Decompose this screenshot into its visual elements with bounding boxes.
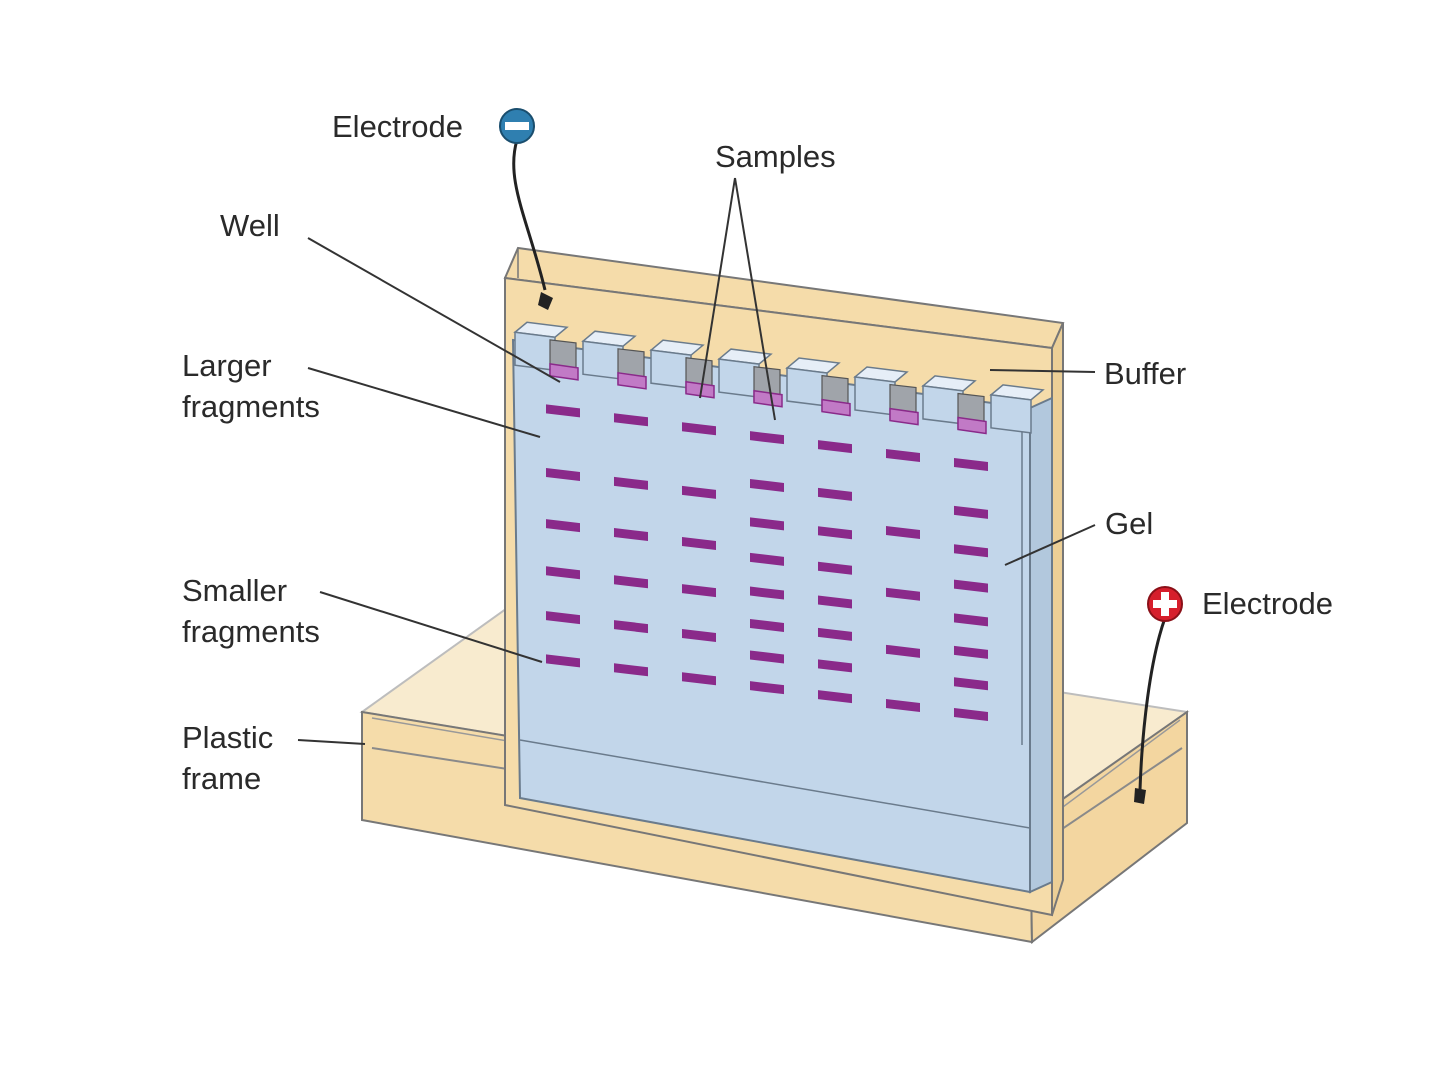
positive-electrode	[1134, 586, 1183, 804]
dna-band	[546, 654, 580, 668]
well-sample	[957, 416, 987, 435]
dna-band	[954, 544, 988, 558]
dna-band	[886, 449, 920, 463]
well-sample	[753, 389, 783, 408]
label-gel: Gel	[1105, 506, 1154, 541]
well-sample	[549, 363, 579, 381]
dna-band	[682, 672, 716, 686]
gel-tooth-front	[990, 394, 1032, 434]
dna-band	[954, 645, 988, 659]
dna-band	[682, 536, 716, 550]
gel-side	[1029, 396, 1053, 894]
label-samples: Samples	[715, 139, 836, 174]
dna-band	[818, 487, 852, 501]
buffer-side	[1051, 322, 1064, 916]
dna-band	[818, 561, 852, 575]
dna-band	[546, 404, 580, 418]
dna-band	[750, 681, 784, 695]
gel-tooth-front	[650, 349, 692, 390]
dna-band	[818, 595, 852, 609]
dna-band	[546, 467, 580, 481]
gel-tooth-front	[582, 340, 624, 381]
gel-tooth-front	[854, 376, 896, 416]
dna-band	[818, 526, 852, 540]
dna-band	[818, 627, 852, 641]
dna-band	[954, 579, 988, 593]
dna-band	[614, 620, 648, 634]
dna-band	[750, 618, 784, 632]
dna-band	[954, 708, 988, 722]
plus-terminal-icon	[1147, 586, 1183, 622]
dna-band	[886, 526, 920, 540]
dna-band	[886, 587, 920, 601]
dna-band	[750, 478, 784, 492]
dna-band	[750, 552, 784, 566]
dna-band	[614, 575, 648, 589]
well-sample	[821, 398, 851, 417]
dna-band	[886, 699, 920, 713]
dna-band	[682, 422, 716, 436]
dna-band	[546, 611, 580, 625]
dna-band	[954, 677, 988, 691]
dna-band	[750, 431, 784, 445]
dna-band	[818, 690, 852, 704]
label-electrode-negative: Electrode	[332, 109, 463, 144]
dna-band	[682, 485, 716, 499]
gel-tooth-front	[786, 367, 828, 407]
well-sample	[685, 380, 715, 399]
well-sample	[617, 371, 647, 390]
dna-band	[886, 644, 920, 658]
dna-band	[614, 413, 648, 427]
minus-terminal-icon	[499, 108, 535, 144]
dna-band	[682, 629, 716, 643]
negative-electrode	[499, 108, 553, 310]
dna-band	[546, 566, 580, 580]
dna-band	[614, 663, 648, 677]
label-buffer: Buffer	[1104, 356, 1187, 391]
label-well: Well	[220, 208, 280, 243]
dna-band	[682, 584, 716, 598]
gel-slab	[511, 321, 1053, 894]
dna-band	[818, 440, 852, 454]
dna-band	[818, 659, 852, 673]
dna-band	[954, 505, 988, 519]
dna-band	[750, 517, 784, 531]
gel-tooth-front	[718, 358, 760, 398]
label-electrode-positive: Electrode	[1202, 586, 1333, 621]
dna-band	[750, 586, 784, 600]
dna-band	[546, 519, 580, 533]
dna-band	[614, 476, 648, 490]
well-sample	[889, 407, 919, 426]
dna-band	[750, 650, 784, 664]
gel-tooth-front	[514, 331, 556, 372]
dna-band	[954, 458, 988, 472]
leader-lines	[297, 177, 1096, 745]
gel-tooth-front	[922, 385, 964, 425]
dna-band	[954, 613, 988, 627]
dna-band	[614, 528, 648, 542]
